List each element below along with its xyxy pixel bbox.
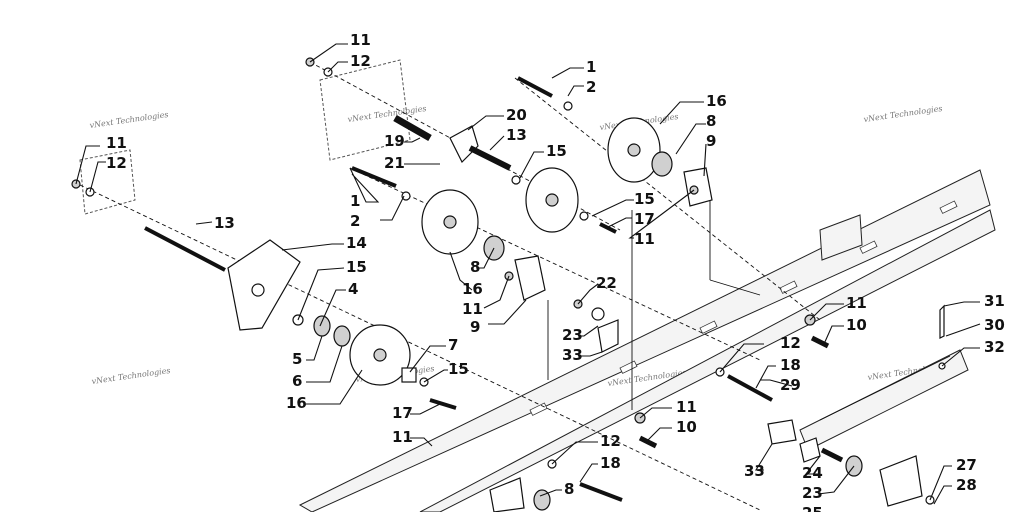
callout-8: 8 xyxy=(470,258,480,276)
watermark: vNext Technologies xyxy=(863,104,943,124)
callout-4: 4 xyxy=(348,280,358,298)
callout-11: 11 xyxy=(350,31,371,49)
callout-10: 10 xyxy=(676,418,697,436)
callout-21: 21 xyxy=(384,154,405,172)
upper-center-idler xyxy=(393,114,579,233)
callout-12: 12 xyxy=(780,334,801,352)
callout-18: 18 xyxy=(600,454,621,472)
callout-17: 17 xyxy=(634,210,655,228)
watermark: vNext Technologies xyxy=(91,366,171,386)
callout-16: 16 xyxy=(706,92,727,110)
callout-2: 2 xyxy=(586,78,596,96)
callout-9: 9 xyxy=(470,318,480,336)
left-wheel-stack xyxy=(292,314,457,410)
callout-28: 28 xyxy=(956,476,977,494)
callout-6: 6 xyxy=(292,372,302,390)
callout-16: 16 xyxy=(462,280,483,298)
callout-15: 15 xyxy=(448,360,469,378)
left-rail xyxy=(79,59,411,215)
callout-labels: 11 12 11 12 13 20 13 19 21 1 2 16 8 9 15… xyxy=(106,31,1005,512)
callout-18: 18 xyxy=(780,356,801,374)
callout-12: 12 xyxy=(350,52,371,70)
callout-13: 13 xyxy=(214,214,235,232)
callout-19: 19 xyxy=(384,132,405,150)
callout-24: 24 xyxy=(802,464,823,482)
callout-23: 23 xyxy=(802,484,823,502)
callout-33: 33 xyxy=(744,462,765,480)
callout-25: 25 xyxy=(802,504,823,512)
center-wheel xyxy=(351,166,546,301)
callout-30: 30 xyxy=(984,316,1005,334)
callout-7: 7 xyxy=(448,336,458,354)
callout-31: 31 xyxy=(984,292,1005,310)
callout-15: 15 xyxy=(634,190,655,208)
callout-8: 8 xyxy=(706,112,716,130)
callout-27: 27 xyxy=(956,456,977,474)
shaft-13-left xyxy=(144,226,226,272)
callout-15: 15 xyxy=(546,142,567,160)
callout-8: 8 xyxy=(564,480,574,498)
callout-12: 12 xyxy=(600,432,621,450)
callout-29: 29 xyxy=(780,376,801,394)
center-bracket-stack xyxy=(573,299,619,353)
slide-rail-frame xyxy=(298,169,996,512)
callout-11: 11 xyxy=(106,134,127,152)
callout-32: 32 xyxy=(984,338,1005,356)
callout-16: 16 xyxy=(286,394,307,412)
callout-11: 11 xyxy=(676,398,697,416)
callout-11: 11 xyxy=(634,230,655,248)
callout-1: 1 xyxy=(350,192,360,210)
callout-9: 9 xyxy=(706,132,716,150)
callout-14: 14 xyxy=(346,234,367,252)
callout-10: 10 xyxy=(846,316,867,334)
callout-33: 33 xyxy=(562,346,583,364)
callout-1: 1 xyxy=(586,58,596,76)
callout-23: 23 xyxy=(562,326,583,344)
callout-13: 13 xyxy=(506,126,527,144)
leader-lines xyxy=(75,43,981,505)
watermark: vNext Technologies xyxy=(347,104,427,124)
callout-20: 20 xyxy=(506,106,527,124)
callout-11: 11 xyxy=(846,294,867,312)
callout-2: 2 xyxy=(350,212,360,230)
pivot-arm-14 xyxy=(227,239,301,331)
callout-15: 15 xyxy=(346,258,367,276)
callout-22: 22 xyxy=(596,274,617,292)
callout-17: 17 xyxy=(392,404,413,422)
callout-12: 12 xyxy=(106,154,127,172)
callout-11: 11 xyxy=(392,428,413,446)
callout-11: 11 xyxy=(462,300,483,318)
watermark: vNext Technologies xyxy=(89,110,169,130)
callout-5: 5 xyxy=(292,350,302,368)
